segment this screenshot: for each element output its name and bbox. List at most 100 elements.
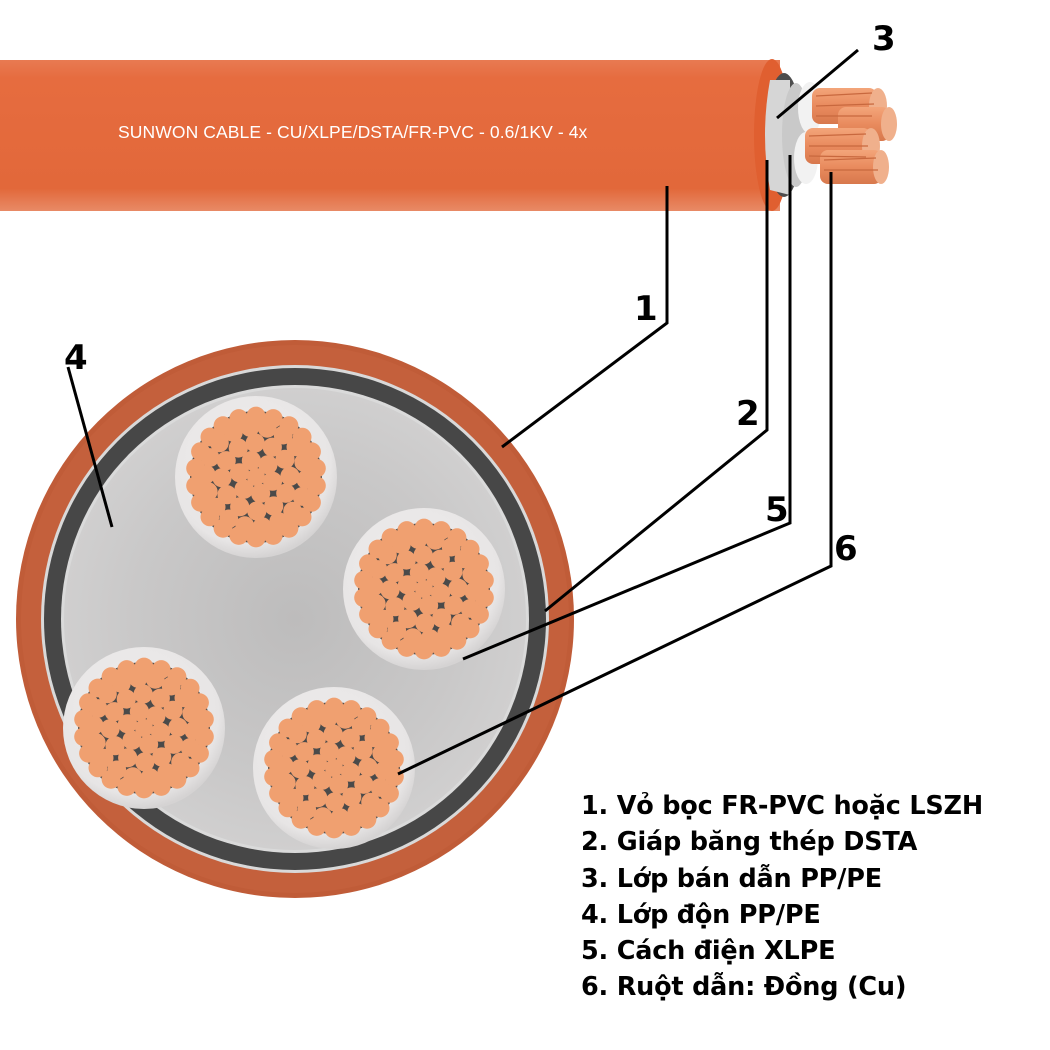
conductor-strand: [262, 437, 282, 457]
legend-item-5: 5. Cách điện XLPE: [581, 936, 836, 967]
conductor-strand: [122, 730, 142, 750]
conductor-strand: [398, 609, 418, 629]
conductor-strand: [342, 787, 362, 807]
conductor-strand: [229, 409, 249, 428]
conductor-strand: [354, 588, 373, 608]
conductor-strand: [368, 539, 388, 559]
legend-item-6: 6. Ruột dẫn: Đồng (Cu): [581, 972, 907, 1003]
conductor-strand: [116, 689, 136, 709]
leader-line-2: [544, 160, 769, 613]
conductor-strand: [168, 717, 188, 737]
conductor-strand: [101, 769, 121, 789]
conductor-strand: [307, 458, 326, 478]
conductor-strand: [263, 526, 283, 545]
conductor-strand: [251, 483, 271, 503]
conductor-strand: [290, 759, 310, 779]
conductor-strand: [341, 817, 361, 836]
conductor-strand: [151, 660, 171, 679]
conductor-strand: [190, 693, 209, 713]
callout-2: 2: [736, 394, 760, 434]
conductor-strand: [381, 630, 401, 650]
callout-numbers: 1 2 3 4 5 6: [64, 19, 896, 569]
conductor-strand: [269, 783, 288, 803]
conductor-strand: [470, 554, 489, 574]
conductor-strand: [195, 727, 214, 747]
conductor-strand: [129, 702, 149, 722]
conductor-strand: [245, 433, 265, 453]
conductor-strand: [302, 442, 321, 462]
conductor-strand: [368, 619, 388, 639]
conductor-strand: [324, 819, 344, 839]
leader-line-3: [776, 48, 859, 120]
copper-strands: [805, 88, 897, 184]
callout-1: 1: [634, 289, 658, 329]
conductor-strand: [295, 776, 315, 796]
conductor-strand: [100, 719, 120, 739]
conductor-strand: [358, 757, 378, 777]
cable-side-view: SUNWON CABLE - CU/XLPE/DSTA/FR-PVC - 0.6…: [0, 59, 897, 211]
conductor-strand: [164, 734, 184, 754]
conductor-strand: [325, 759, 343, 777]
conductor-strand: [79, 693, 98, 712]
conductor-strand: [279, 518, 299, 538]
conductor-strand: [241, 451, 261, 471]
conductor-strand: [414, 518, 434, 538]
conductor-strand: [180, 678, 200, 698]
conductor-strand: [353, 740, 373, 760]
conductor-strand: [234, 479, 254, 499]
callout-4: 4: [64, 338, 88, 378]
conductor-strand: [258, 455, 278, 475]
conductor-strand: [74, 709, 93, 729]
conductor-strand: [117, 660, 137, 679]
conductor-strand: [415, 580, 433, 598]
conductor-strand: [163, 700, 183, 720]
conductor-strand: [431, 521, 451, 540]
conductor-strand: [150, 688, 170, 708]
leader-line-1: [501, 186, 669, 449]
conductor-strand: [146, 706, 166, 726]
callout-5: 5: [765, 490, 789, 530]
conductor-strand: [340, 762, 361, 782]
conductor-strand: [74, 727, 93, 747]
conductor-strand: [276, 483, 296, 503]
conductor-strand: [460, 619, 480, 639]
conductor-strand: [217, 485, 237, 505]
conductor-strand: [229, 526, 249, 545]
conductor-strand: [230, 497, 250, 517]
conductor-strand: [359, 554, 378, 573]
conductor-strand: [307, 754, 328, 774]
conductor-strand: [291, 707, 311, 727]
conductor-strand: [381, 528, 401, 548]
conductor-strand: [306, 729, 326, 749]
conductor-strand: [212, 468, 232, 488]
conductor-strand: [426, 567, 446, 587]
conductor-strand: [354, 774, 374, 794]
conductor-strand: [319, 742, 339, 762]
cable-marking-text: SUNWON CABLE - CU/XLPE/DSTA/FR-PVC - 0.6…: [118, 122, 588, 142]
conductor-strand: [385, 749, 404, 769]
legend-item-2: 2. Giáp băng thép DSTA: [581, 827, 918, 858]
conductor-strand: [264, 767, 283, 787]
conductor-strand: [118, 748, 138, 768]
conductor-strand: [432, 608, 452, 628]
conductor-strand: [191, 492, 210, 512]
conductor-strand: [134, 779, 154, 799]
conductor-strand: [133, 684, 153, 704]
conductor-strand: [263, 409, 283, 428]
conductor-strand: [307, 700, 327, 719]
conductor-strand: [88, 678, 108, 698]
conductor-strand: [278, 798, 298, 818]
conductor-strand: [324, 697, 344, 717]
conductor-strand: [135, 719, 153, 737]
conductor-strand: [262, 471, 283, 491]
legend: 1. Vỏ bọc FR-PVC hoặc LSZH 2. Giáp băng …: [581, 788, 983, 1006]
conductor-strand: [397, 575, 418, 595]
conductor-strand: [180, 758, 200, 778]
conductor-strand: [402, 591, 422, 611]
conductor-strand: [431, 638, 451, 657]
conductor-strand: [247, 501, 267, 521]
conductor-strand: [430, 583, 451, 603]
conductor-strand: [186, 476, 206, 496]
conductor-strand: [167, 667, 187, 687]
conductor-strand: [443, 561, 463, 581]
